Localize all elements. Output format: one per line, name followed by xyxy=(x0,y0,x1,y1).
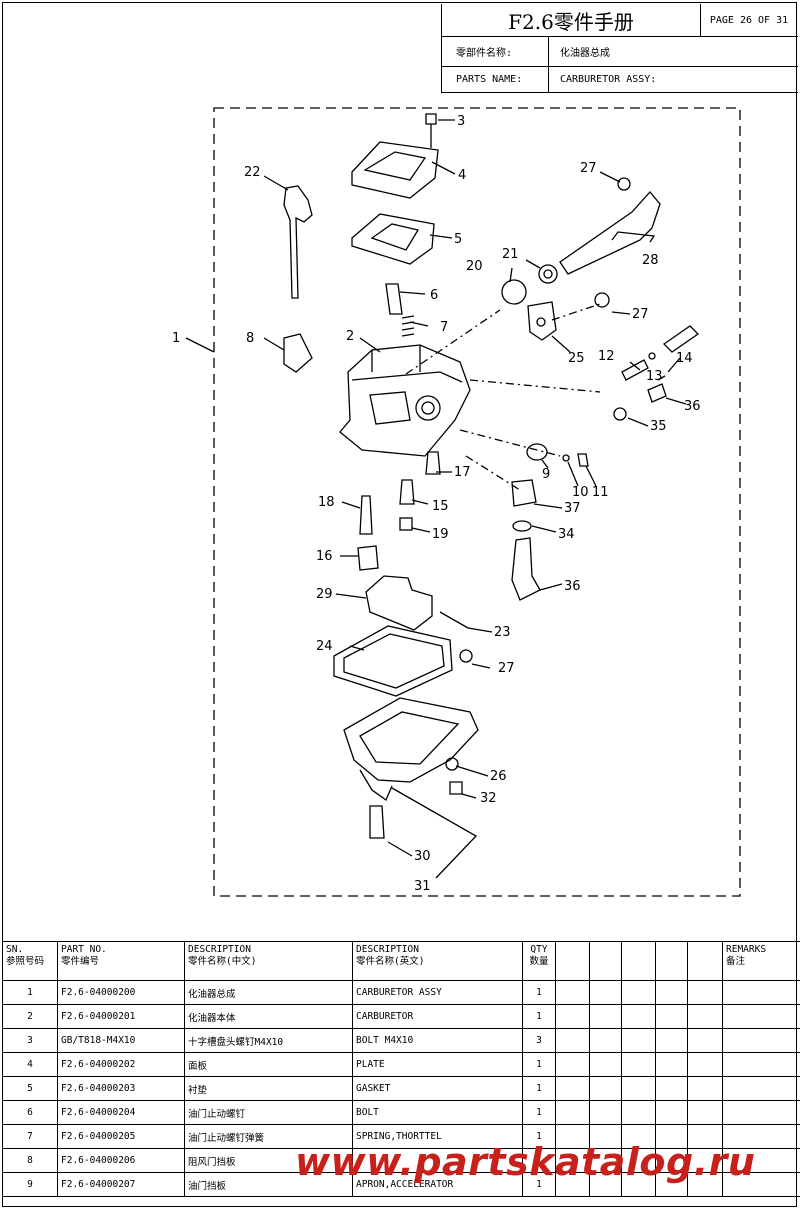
callout-26: 26 xyxy=(490,769,507,784)
callout-22: 22 xyxy=(244,165,261,180)
callout-27b: 27 xyxy=(632,307,649,322)
callout-28: 28 xyxy=(642,253,659,268)
callout-15: 15 xyxy=(432,499,449,514)
callout-24: 24 xyxy=(316,639,333,654)
callout-10: 10 xyxy=(572,485,589,500)
callout-23: 23 xyxy=(494,625,511,640)
callout-19: 19 xyxy=(432,527,449,542)
parts-name-en-value: CARBURETOR ASSY: xyxy=(560,74,657,85)
callout-37: 37 xyxy=(564,501,581,516)
callout-35: 35 xyxy=(650,419,667,434)
exploded-diagram: 3 4 5 6 7 1 8 2 22 27 20 21 28 27 25 12 … xyxy=(172,107,741,897)
callout-27c: 27 xyxy=(498,661,515,676)
callout-20: 20 xyxy=(466,259,483,274)
callout-14: 14 xyxy=(676,351,693,366)
callout-1: 1 xyxy=(172,331,180,346)
parts-name-cn-value: 化油器总成 xyxy=(560,48,610,59)
watermark: www.partskatalog.ru xyxy=(295,1140,756,1184)
callout-3: 3 xyxy=(457,114,465,129)
page-number: PAGE 26 OF 31 xyxy=(709,14,789,26)
catalog-title: F2.6零件手册 xyxy=(508,9,634,34)
col-sn: SN.参照号码 xyxy=(2,941,58,981)
callout-2: 2 xyxy=(346,329,354,344)
callout-7: 7 xyxy=(440,320,448,335)
callout-13: 13 xyxy=(646,369,663,384)
callout-34: 36 xyxy=(564,579,581,594)
callout-8: 8 xyxy=(246,331,254,346)
callout-4: 4 xyxy=(458,168,466,183)
callout-36: 36 xyxy=(684,399,701,414)
callout-12: 12 xyxy=(598,349,615,364)
callout-5: 5 xyxy=(454,232,462,247)
callout-31: 31 xyxy=(414,879,431,894)
callout-33: 34 xyxy=(558,527,575,542)
callout-29: 29 xyxy=(316,587,333,602)
callout-21: 21 xyxy=(502,247,519,262)
parts-name-cn-label: 零部件名称: xyxy=(456,48,513,59)
callout-11: 11 xyxy=(592,485,609,500)
callout-27a: 27 xyxy=(580,161,597,176)
title-block: F2.6零件手册 PAGE 26 OF 31 零部件名称: 化油器总成 PART… xyxy=(441,4,798,93)
callout-30: 30 xyxy=(414,849,431,864)
callout-25: 25 xyxy=(568,351,585,366)
callout-17: 17 xyxy=(454,465,471,480)
callout-9: 9 xyxy=(542,467,550,482)
callout-32: 32 xyxy=(480,791,497,806)
callout-6: 6 xyxy=(430,288,438,303)
col-part-no: PART NO.零件编号 xyxy=(57,941,185,981)
callout-16: 16 xyxy=(316,549,333,564)
parts-name-en-label: PARTS NAME: xyxy=(456,74,523,85)
callout-18: 18 xyxy=(318,495,335,510)
